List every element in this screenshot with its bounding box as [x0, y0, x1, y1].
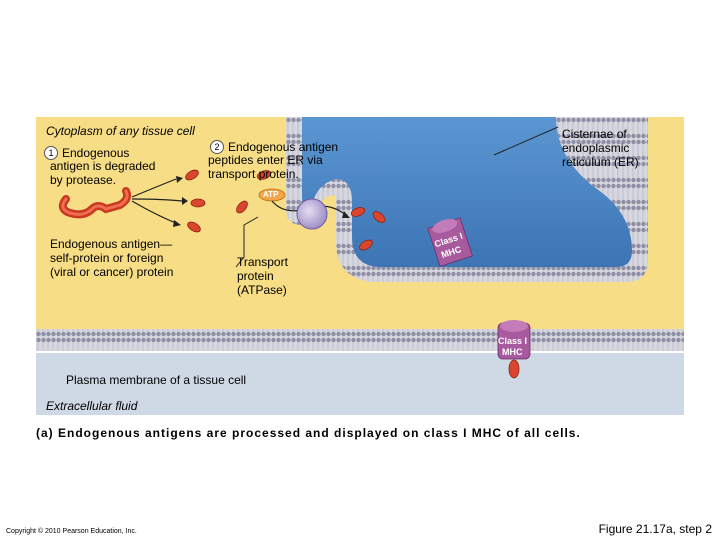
peptide-fragment — [187, 221, 201, 233]
mhc-er — [427, 217, 473, 267]
step1-number: 1 — [44, 146, 58, 160]
step2-line3: transport protein. — [208, 167, 299, 181]
er-lumen — [302, 117, 632, 267]
extracellular-label: Extracellular fluid — [46, 399, 138, 413]
extracellular-region — [36, 353, 684, 415]
figure-reference: Figure 21.17a, step 2 — [598, 522, 712, 536]
antigen-line1: Endogenous antigen— — [50, 237, 173, 251]
step2-line2: peptides enter ER via — [208, 153, 323, 167]
copyright: Copyright © 2010 Pearson Education, Inc. — [6, 528, 137, 535]
atp-label: ATP — [263, 190, 279, 199]
peptide-fragment — [185, 169, 199, 181]
figure-caption: (a) Endogenous antigens are processed an… — [36, 426, 581, 440]
antigen-line3: (viral or cancer) protein — [50, 265, 174, 279]
mhc-pm-line2: MHC — [502, 347, 523, 357]
antigen-line2: self-protein or foreign — [50, 251, 164, 265]
peptide-fragment — [236, 200, 248, 214]
er-line3: reticulum (ER) — [562, 155, 639, 169]
plasma-membrane-label: Plasma membrane of a tissue cell — [66, 373, 247, 387]
displayed-peptide — [508, 359, 520, 379]
transport-line2: protein — [237, 269, 274, 283]
step1-line3: by protease. — [50, 173, 117, 187]
transport-protein — [296, 198, 328, 230]
peptide-fragment — [359, 239, 373, 251]
peptide-fragment — [256, 170, 272, 180]
transport-line3: (ATPase) — [237, 283, 287, 297]
mhc-pm-line1: Class I — [498, 336, 528, 346]
plasma-membrane — [36, 329, 684, 351]
er-line1: Cisternae of — [562, 127, 627, 141]
cytoplasm-label: Cytoplasm of any tissue cell — [46, 124, 195, 138]
transport-line1: Transport — [237, 255, 288, 269]
step2-number: 2 — [210, 140, 224, 154]
peptide-fragment — [190, 198, 206, 208]
diagram-art — [36, 117, 684, 415]
step1-line2: antigen is degraded — [50, 159, 156, 173]
peptide-fragment — [350, 207, 366, 217]
peptide-fragment — [372, 211, 386, 223]
er-line2: endoplasmic — [562, 141, 630, 155]
